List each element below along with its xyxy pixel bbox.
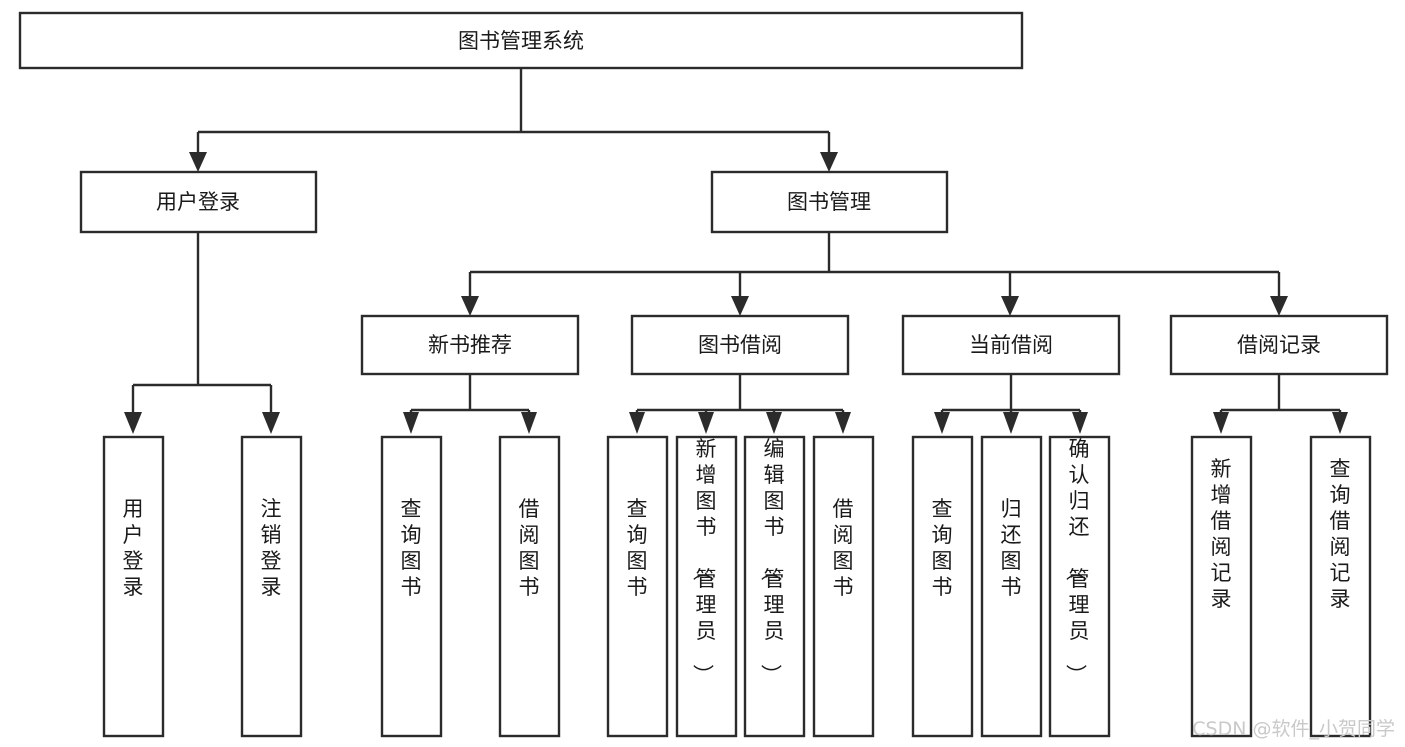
- arrow-current-borrow-leaf1-icon: [1003, 412, 1019, 434]
- leaf-query-record-label: 查询借阅记录: [1330, 457, 1351, 611]
- leaf-add-book[interactable]: 新增图书（管理员）: [675, 435, 738, 738]
- arrow-borrow-record-leaf0-icon: [1213, 412, 1229, 434]
- arrow-user-login-leaf1-icon: [262, 412, 280, 434]
- node-book-manage-label: 图书管理: [787, 190, 871, 214]
- leaf-return-book-box: [980, 435, 1043, 738]
- node-current-borrow-label: 当前借阅: [969, 333, 1053, 357]
- arrow-book-borrow-leaf1-icon: [698, 412, 714, 434]
- leaf-user-login-box: [102, 435, 165, 738]
- arrow-book-borrow-leaf3-icon: [835, 412, 851, 434]
- leaf-confirm-return-label: 确认归还（管理员）: [1064, 437, 1090, 685]
- arrow-bm-to-borrow-record-icon: [1270, 296, 1288, 316]
- arrow-current-borrow-leaf0-icon: [934, 412, 950, 434]
- leaf-add-record[interactable]: 新增借阅记录: [1190, 435, 1253, 738]
- node-new-book-recommend-label: 新书推荐: [428, 333, 512, 357]
- leaf-confirm-return-box: [1048, 435, 1111, 738]
- leaf-user-login[interactable]: 用户登录: [102, 435, 165, 738]
- node-current-borrow[interactable]: 当前借阅: [901, 314, 1121, 376]
- arrow-root-to-user-login-icon: [189, 152, 207, 172]
- csdn-watermark: CSDN @软件_小贺同学: [1192, 718, 1395, 740]
- leaf-confirm-return[interactable]: 确认归还（管理员）: [1048, 435, 1111, 738]
- arrow-root-to-book-manage-icon: [820, 152, 838, 172]
- leaf-add-record-label: 新增借阅记录: [1211, 457, 1232, 611]
- leaf-return-book-label: 归还图书: [1001, 497, 1022, 599]
- node-new-book-recommend-box: [360, 314, 580, 376]
- arrow-user-login-leaf0-icon: [124, 412, 142, 434]
- node-user-login[interactable]: 用户登录: [79, 170, 318, 234]
- node-book-manage[interactable]: 图书管理: [710, 170, 949, 234]
- node-book-borrow-label: 图书借阅: [698, 333, 782, 357]
- leaf-borrow-book-1[interactable]: 借阅图书: [498, 435, 561, 738]
- leaf-edit-book[interactable]: 编辑图书（管理员）: [743, 435, 806, 738]
- node-book-borrow-box: [630, 314, 850, 376]
- arrow-borrow-record-leaf1-icon: [1332, 412, 1348, 434]
- leaf-user-logout-box: [240, 435, 303, 738]
- arrow-new-book-leaf0-icon: [403, 412, 419, 434]
- arrow-bm-to-current-borrow-icon: [1001, 296, 1019, 316]
- node-root[interactable]: 图书管理系统: [18, 11, 1024, 70]
- node-borrow-record-label: 借阅记录: [1237, 333, 1321, 357]
- node-root-label: 图书管理系统: [458, 29, 584, 53]
- leaf-add-book-box: [675, 435, 738, 738]
- leaf-query-book-3-label: 查询图书: [932, 497, 953, 599]
- node-root-box: [18, 11, 1024, 70]
- leaf-user-login-label: 用户登录: [123, 497, 144, 599]
- node-user-login-label: 用户登录: [156, 190, 240, 214]
- leaf-query-book-2[interactable]: 查询图书: [606, 435, 669, 738]
- leaf-borrow-book-1-label: 借阅图书: [519, 497, 540, 599]
- leaf-query-book-1-box: [380, 435, 443, 738]
- leaf-query-book-2-box: [606, 435, 669, 738]
- leaf-add-book-label: 新增图书（管理员）: [691, 437, 717, 685]
- leaf-borrow-book-2[interactable]: 借阅图书: [812, 435, 875, 738]
- leaf-user-logout[interactable]: 注销登录: [240, 435, 303, 738]
- leaf-query-book-1[interactable]: 查询图书: [380, 435, 443, 738]
- leaf-query-book-2-label: 查询图书: [627, 497, 648, 599]
- node-current-borrow-box: [901, 314, 1121, 376]
- leaf-query-book-3[interactable]: 查询图书: [911, 435, 974, 738]
- arrow-book-borrow-leaf2-icon: [766, 412, 782, 434]
- node-new-book-recommend[interactable]: 新书推荐: [360, 314, 580, 376]
- leaf-edit-book-label: 编辑图书（管理员）: [759, 437, 785, 685]
- leaf-user-logout-label: 注销登录: [261, 497, 282, 599]
- arrow-new-book-leaf1-icon: [521, 412, 537, 434]
- leaf-borrow-book-2-box: [812, 435, 875, 738]
- arrow-bm-to-new-book-icon: [461, 296, 479, 316]
- arrow-book-borrow-leaf0-icon: [629, 412, 645, 434]
- leaf-query-book-1-label: 查询图书: [401, 497, 422, 599]
- leaf-edit-book-box: [743, 435, 806, 738]
- node-borrow-record-box: [1169, 314, 1389, 376]
- leaf-return-book[interactable]: 归还图书: [980, 435, 1043, 738]
- arrow-bm-to-book-borrow-icon: [731, 296, 749, 316]
- leaf-borrow-book-1-box: [498, 435, 561, 738]
- leaf-query-record[interactable]: 查询借阅记录: [1309, 435, 1372, 738]
- arrow-current-borrow-leaf2-icon: [1072, 412, 1088, 434]
- leaf-query-book-3-box: [911, 435, 974, 738]
- leaf-add-record-box: [1190, 435, 1253, 738]
- leaf-borrow-book-2-label: 借阅图书: [833, 497, 854, 599]
- node-borrow-record[interactable]: 借阅记录: [1169, 314, 1389, 376]
- leaf-query-record-box: [1309, 435, 1372, 738]
- node-book-borrow[interactable]: 图书借阅: [630, 314, 850, 376]
- node-book-manage-box: [710, 170, 949, 234]
